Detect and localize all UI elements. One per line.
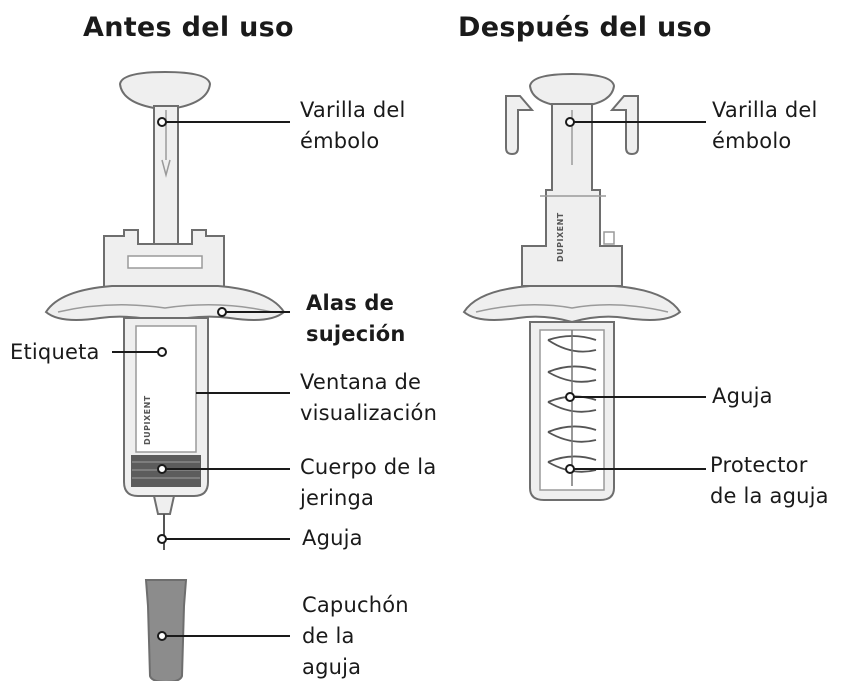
marker-needle-after [565,392,575,402]
label-finger-grips: Alas de sujeción [306,291,406,346]
label-needle-cap: Capuchón de la aguja [302,593,409,679]
hook-right [609,95,639,156]
brand-text-before: DUPIXENT [143,395,152,445]
marker-label [157,347,167,357]
marker-syringe-body [157,464,167,474]
hook-left [505,95,535,156]
syringe-before-use [44,70,286,681]
label-etiqueta: Etiqueta [10,340,100,364]
label-needle-shield: Protector de la aguja [710,453,829,508]
title-after-use: Después del uso [458,12,712,43]
marker-grips [217,307,227,317]
label-syringe-body: Cuerpo de la jeringa [300,455,437,510]
label-needle-before: Aguja [302,526,363,550]
marker-plunger-after [565,117,575,127]
needle-hub-before [152,495,176,515]
marker-needle-before [157,534,167,544]
plunger-head-after [528,72,616,107]
plunger-head-before [118,70,212,109]
finger-flange-before [44,285,286,324]
marker-needle-shield [565,464,575,474]
marker-cap [157,631,167,641]
brand-text-after: DUPIXENT [556,212,565,262]
marker-plunger-before [157,117,167,127]
label-needle-after: Aguja [712,384,773,408]
label-viewing-window: Ventana de visualización [300,370,438,425]
label-plunger-rod-before: Varilla del émbolo [300,98,406,153]
finger-flange-after [462,285,682,324]
title-before-use: Antes del uso [83,12,294,43]
label-plunger-rod-after: Varilla del émbolo [712,98,818,153]
needle-cap-shape [144,579,188,681]
